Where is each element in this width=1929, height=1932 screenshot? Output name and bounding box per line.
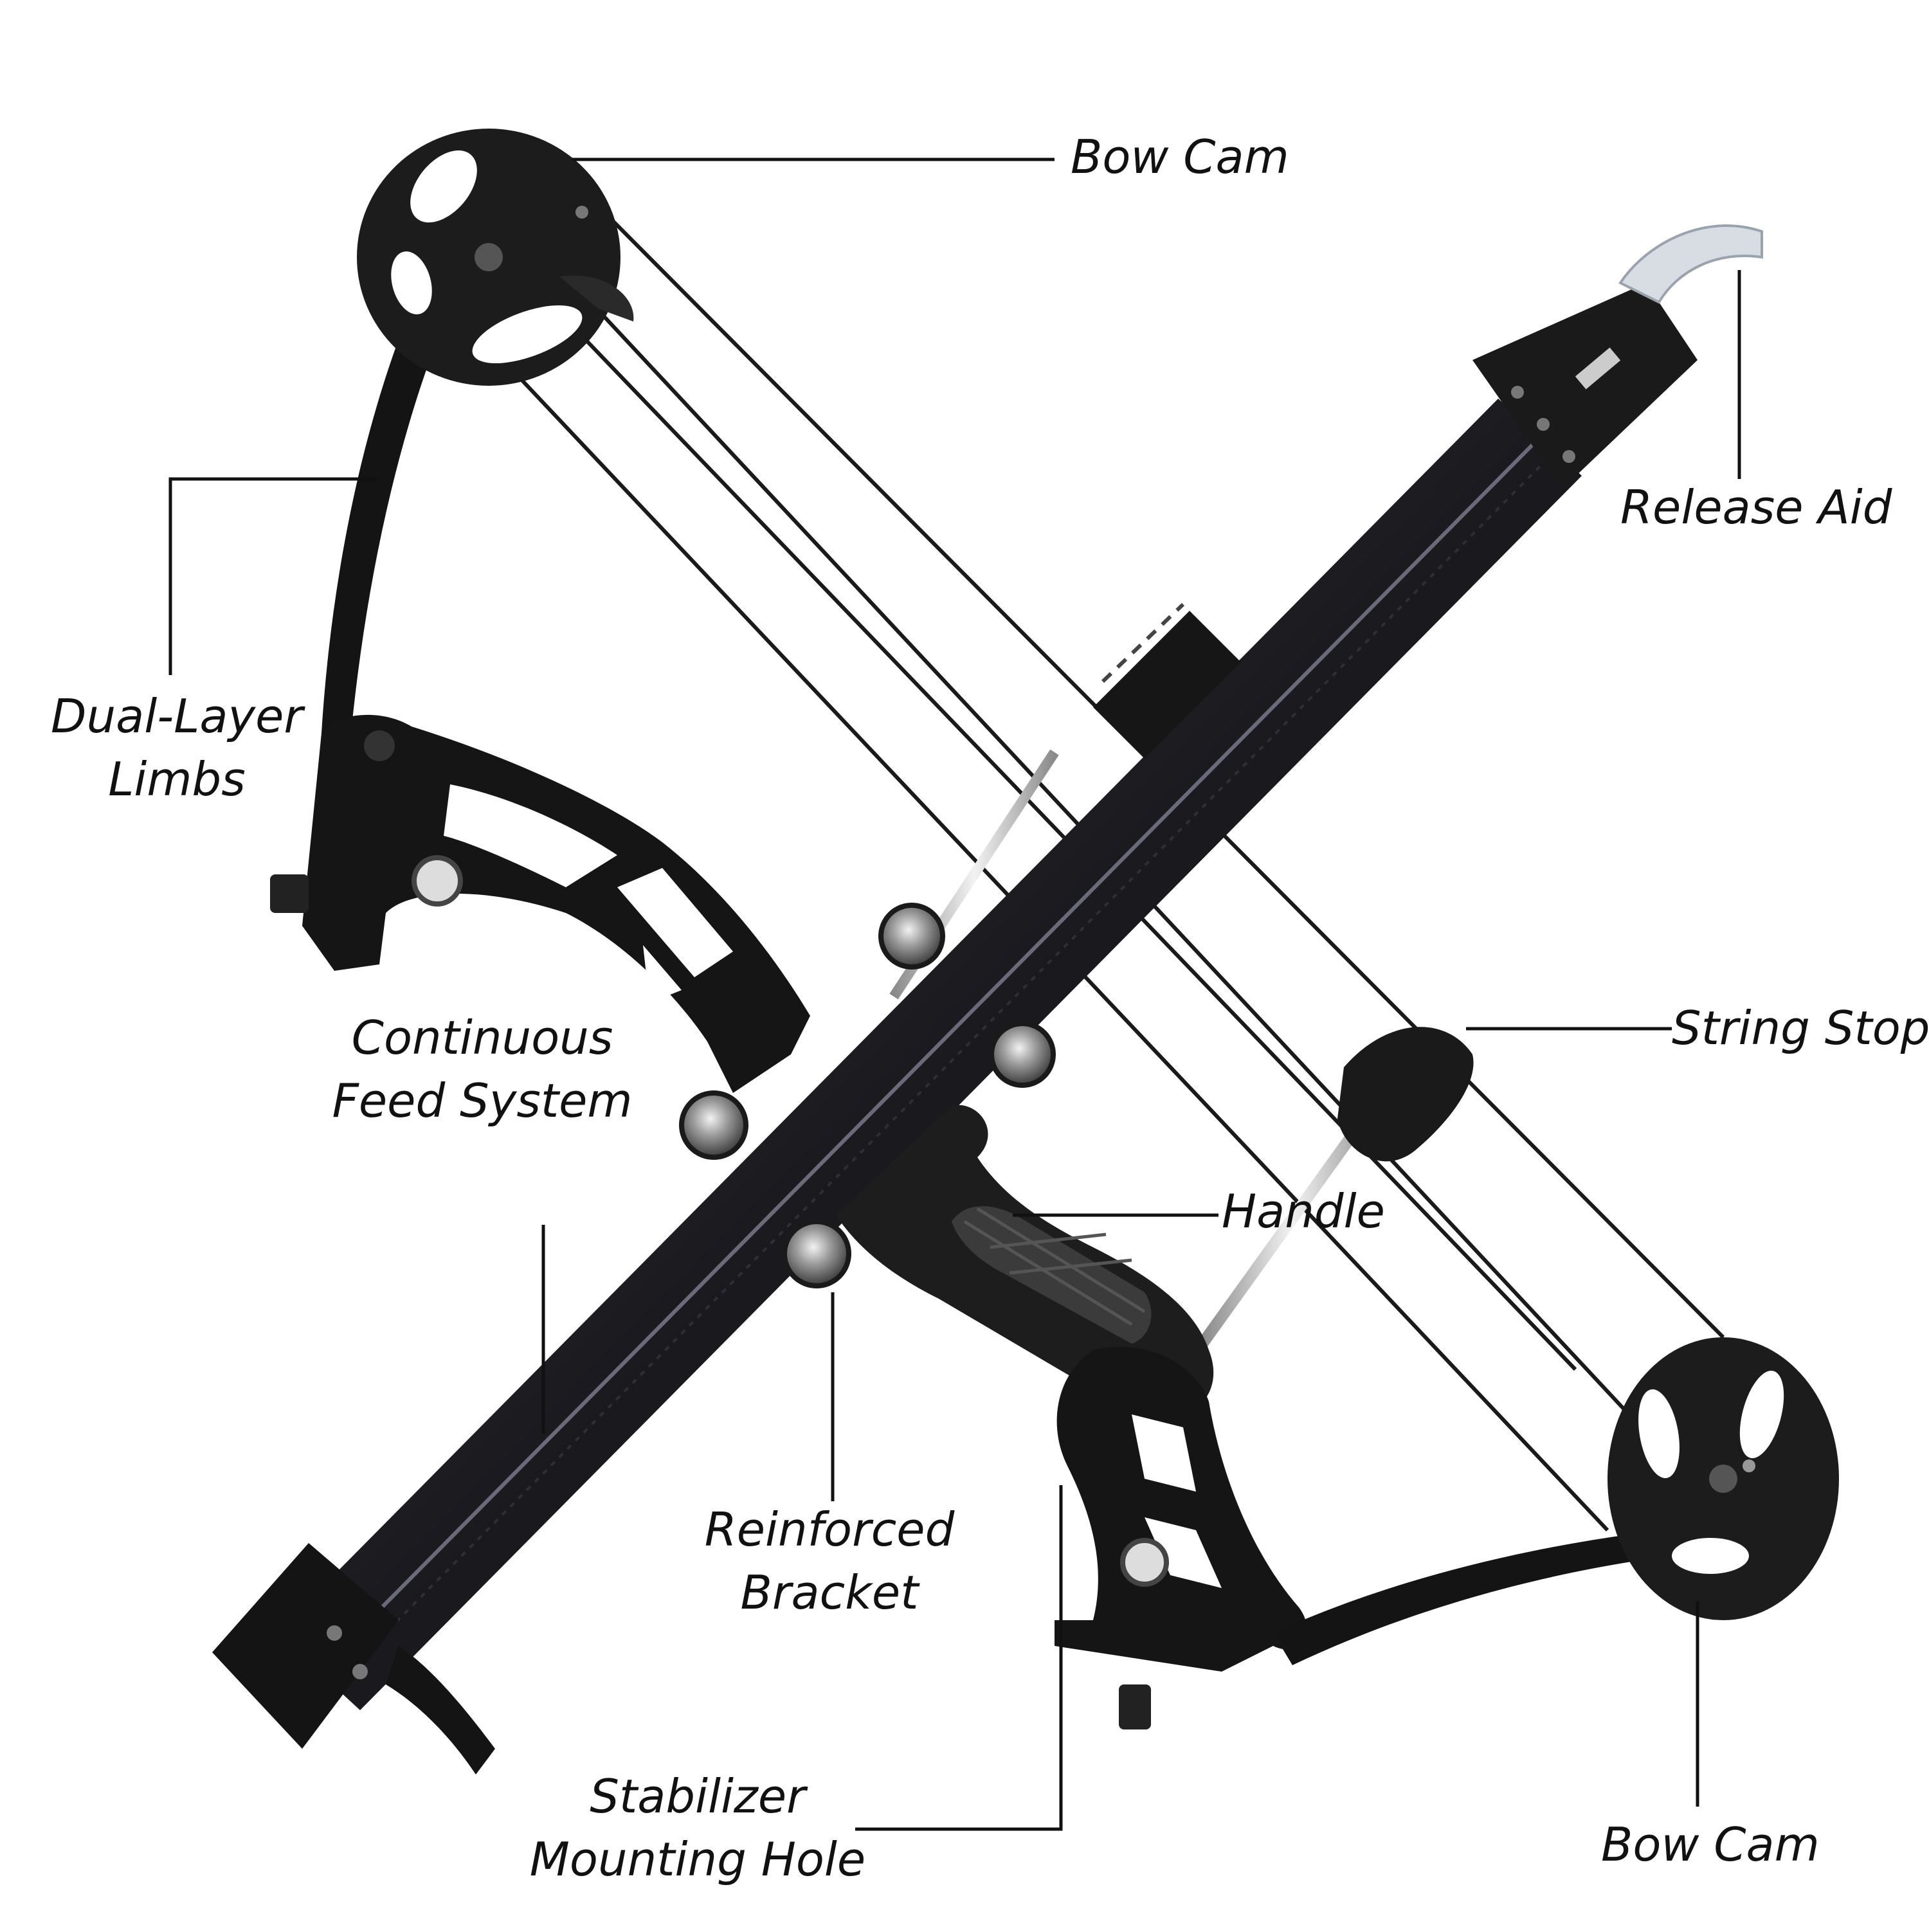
sight-block	[1093, 602, 1241, 759]
release-aid	[1472, 224, 1763, 489]
label-dual-layer-limbs: Dual-Layer Limbs	[51, 685, 303, 811]
label-stabilizer-mounting-hole: Stabilizer Mounting Hole	[530, 1765, 865, 1891]
label-dual-layer-limbs-line2: Limbs	[108, 752, 246, 806]
label-reinforced-bracket: Reinforced Bracket	[705, 1498, 955, 1624]
label-bow-cam-bottom: Bow Cam	[1601, 1818, 1820, 1872]
label-stabilizer-line1: Stabilizer	[590, 1769, 806, 1823]
stirrup	[212, 1543, 495, 1774]
handle-grip	[836, 1105, 1214, 1427]
label-reinforced-bracket-line1: Reinforced	[704, 1503, 955, 1557]
bearing-3	[679, 1090, 748, 1160]
cable-string-b	[461, 210, 1577, 1371]
leader-dual-layer-limbs	[168, 477, 379, 675]
leader-lines	[168, 158, 1741, 1831]
flight-rail	[276, 399, 1582, 1710]
bearing-1	[878, 903, 945, 970]
label-continuous-feed-system: Continuous Feed System	[332, 1006, 632, 1132]
label-continuous-feed-line1: Continuous	[351, 1011, 613, 1065]
upper-riser	[270, 714, 810, 1093]
label-handle: Handle	[1222, 1184, 1385, 1238]
string-stop	[1197, 1027, 1474, 1348]
feed-system-bearings	[679, 903, 1056, 1288]
label-dual-layer-limbs-line1: Dual-Layer	[51, 689, 303, 743]
label-string-stop: String Stop	[1672, 1001, 1929, 1055]
label-reinforced-bracket-line2: Bracket	[740, 1566, 919, 1620]
lower-bow-cam	[1608, 1337, 1839, 1620]
bearing-4	[782, 1219, 851, 1288]
upper-limb	[322, 161, 514, 739]
upper-bow-cam	[357, 129, 634, 386]
label-stabilizer-line2: Mounting Hole	[529, 1832, 866, 1886]
label-release-aid: Release Aid	[1620, 480, 1892, 534]
leader-stabilizer-hole	[855, 1485, 1063, 1831]
lower-limb	[1273, 1524, 1730, 1665]
cable-string-a	[487, 191, 1661, 1449]
lower-riser	[1055, 1346, 1307, 1729]
bearing-2	[989, 1021, 1056, 1088]
label-continuous-feed-line2: Feed System	[332, 1074, 633, 1128]
label-bow-cam-top: Bow Cam	[1071, 130, 1289, 184]
